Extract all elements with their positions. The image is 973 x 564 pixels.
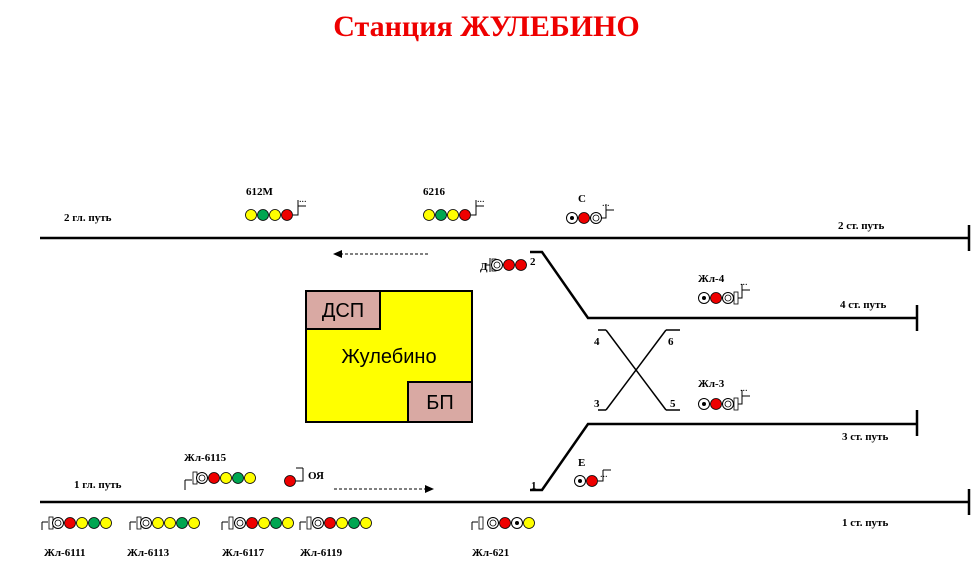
signal-zh-4[interactable]: Жл-4 ... — [698, 273, 750, 305]
signal-d-label: Д — [480, 261, 488, 273]
signal-612m[interactable]: 612М ... — [245, 186, 307, 221]
svg-text:...: ... — [299, 194, 307, 205]
signal-zh-6115-label: Жл-6115 — [184, 452, 227, 464]
signal-e[interactable]: Е ... — [574, 457, 612, 487]
switch-4: 4 — [594, 336, 600, 348]
dsp-room — [305, 290, 381, 330]
switch-2: 2 — [530, 256, 536, 268]
signal-zh-6115[interactable]: Жл-6115 — [184, 452, 256, 490]
signal-6216[interactable]: 6216 ... — [423, 186, 485, 221]
dsp-label: ДСП — [322, 300, 364, 322]
track-label-main1: 1 гл. путь — [74, 479, 122, 491]
signal-zh-6111[interactable]: Жл-6111 — [41, 516, 112, 559]
svg-text:...: ... — [602, 198, 610, 209]
track-label-main2: 2 гл. путь — [64, 212, 112, 224]
signal-oya-label: ОЯ — [308, 470, 324, 482]
track-3-siding — [530, 422, 918, 492]
direction-arrow-right — [334, 485, 434, 493]
signal-e-label: Е — [578, 457, 585, 469]
station-building: ДСП Жулебино БП — [305, 290, 473, 423]
signal-zh-621[interactable]: Жл-621 — [471, 516, 535, 559]
signal-c[interactable]: С ... — [566, 193, 615, 224]
signal-c-label: С — [578, 193, 586, 205]
signal-zh-6113[interactable]: Жл-6113 — [127, 516, 200, 559]
signal-zh-6119-label: Жл-6119 — [300, 547, 343, 559]
signal-zh-3[interactable]: Жл-3 ... — [698, 378, 750, 411]
building-name: Жулебино — [341, 346, 436, 368]
signal-zh-6111-label: Жл-6111 — [44, 547, 86, 559]
track-label-st3: 3 ст. путь — [842, 431, 888, 443]
signal-oya[interactable]: ОЯ — [284, 467, 325, 487]
switch-3: 3 — [594, 398, 600, 410]
switch-5: 5 — [670, 398, 676, 410]
signal-zh-6117-label: Жл-6117 — [222, 547, 265, 559]
signal-6216-label: 6216 — [423, 186, 446, 198]
crossover-line-b — [605, 329, 667, 411]
track-label-st1: 1 ст. путь — [842, 517, 888, 529]
signal-zh-4-label: Жл-4 — [698, 273, 725, 285]
track-label-st2: 2 ст. путь — [838, 220, 884, 232]
signal-zh-621-label: Жл-621 — [472, 547, 509, 559]
station-title: Станция ЖУЛЕБИНО — [333, 10, 640, 43]
signal-zh-6113-label: Жл-6113 — [127, 547, 170, 559]
svg-text:...: ... — [740, 277, 748, 288]
bp-label: БП — [426, 392, 454, 414]
switch-6: 6 — [668, 336, 674, 348]
signal-612m-label: 612М — [246, 186, 274, 198]
bp-room — [407, 381, 473, 423]
svg-text:...: ... — [477, 194, 485, 205]
track-4-siding — [530, 250, 918, 320]
svg-text:...: ... — [740, 383, 748, 394]
direction-arrow-left — [333, 250, 430, 258]
signal-zh-3-label: Жл-3 — [698, 378, 725, 390]
track-label-st4: 4 ст. путь — [840, 299, 886, 311]
switch-1: 1 — [531, 480, 537, 492]
svg-text:...: ... — [600, 469, 608, 480]
signal-d[interactable]: Д — [480, 258, 527, 273]
signal-zh-6117[interactable]: Жл-6117 — [221, 516, 294, 559]
signal-zh-6119[interactable]: Жл-6119 — [299, 516, 372, 559]
